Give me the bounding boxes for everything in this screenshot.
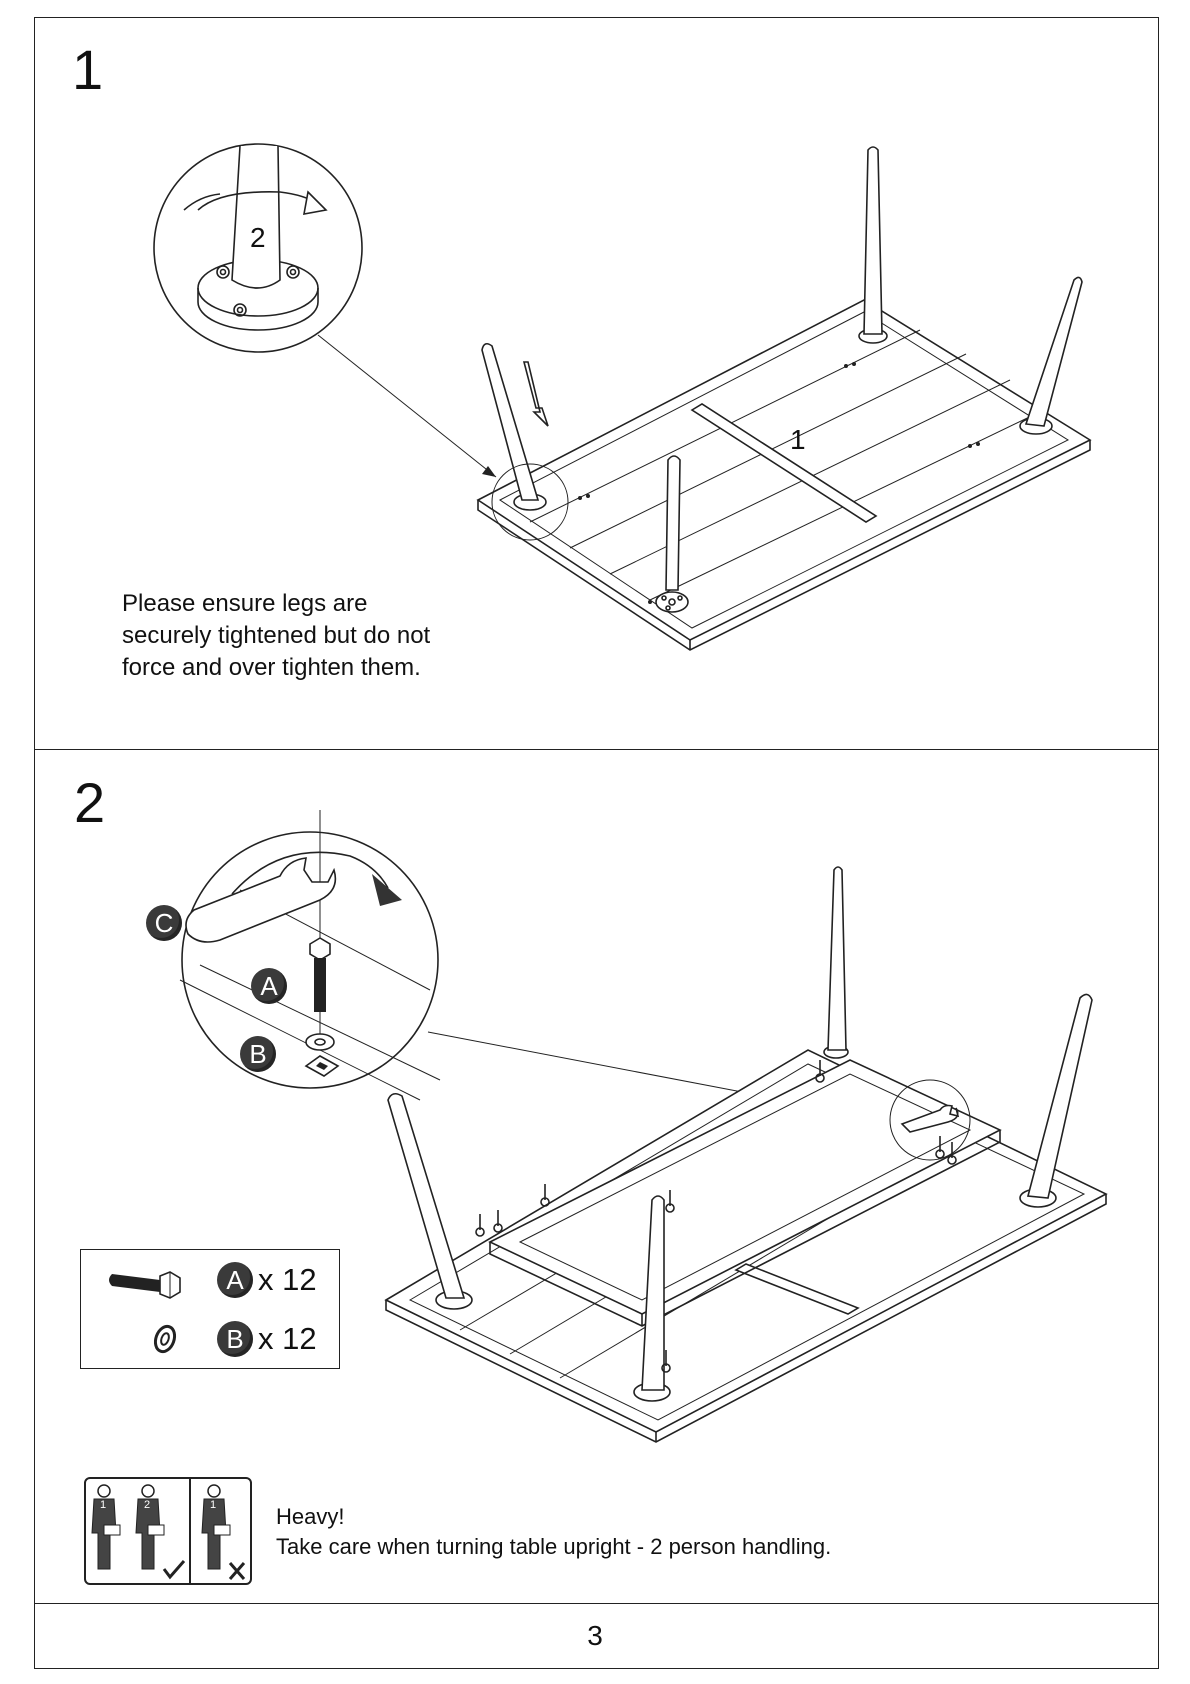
two-person-lift-figures [84, 1477, 252, 1585]
part-a-badge: A [217, 1262, 253, 1298]
washer-icon [150, 1322, 180, 1356]
bolt-icon [108, 1266, 180, 1300]
part-a-quantity: x 12 [258, 1262, 317, 1298]
person-label-2: 2 [144, 1499, 150, 1511]
page-number: 3 [0, 1620, 1190, 1652]
part-b-badge: B [217, 1321, 253, 1357]
warning-title: Heavy! [276, 1502, 831, 1532]
part-b-quantity: x 12 [258, 1321, 317, 1357]
checkmark-icon [164, 1561, 184, 1577]
cross-icon [230, 1563, 244, 1579]
person-label-1: 1 [100, 1499, 106, 1511]
step-2-table-drawing [380, 860, 1110, 1440]
person-label-single: 1 [210, 1499, 216, 1511]
heavy-warning-text: Heavy! Take care when turning table upri… [276, 1502, 831, 1562]
warning-description: Take care when turning table upright - 2… [276, 1532, 831, 1562]
